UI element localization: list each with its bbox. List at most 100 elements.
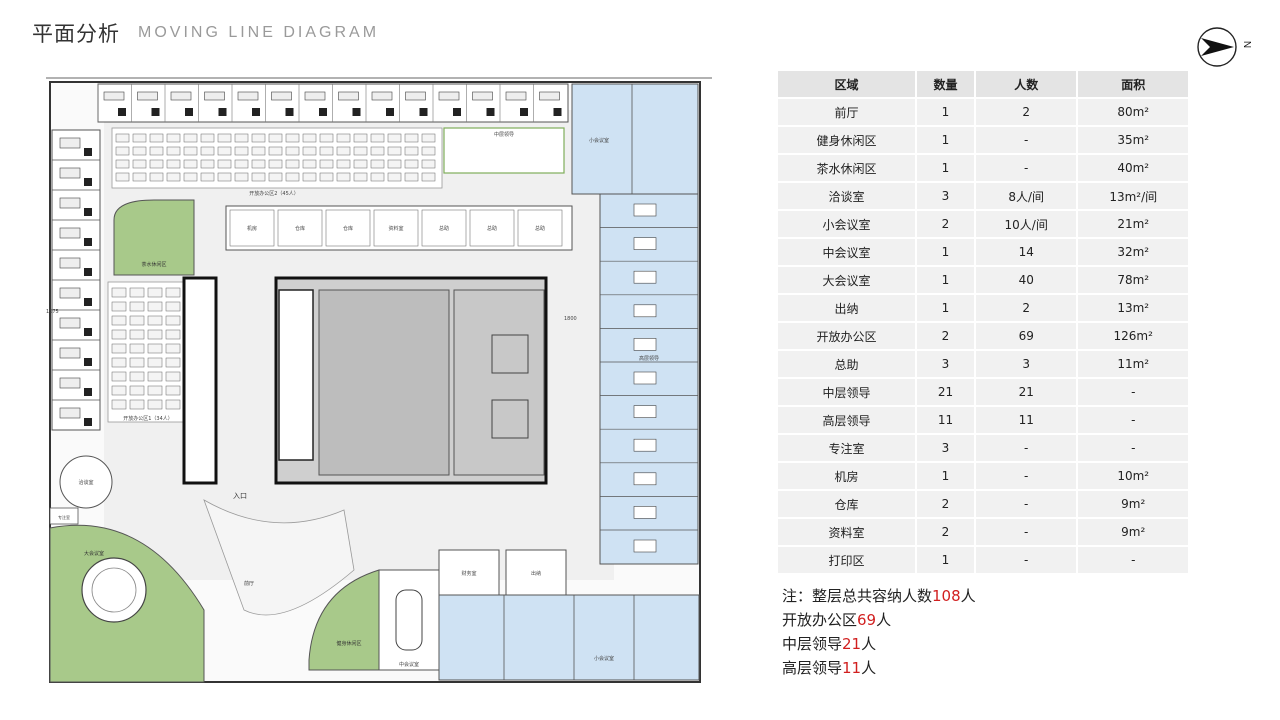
workstation (111, 399, 127, 410)
open-office-1-zone: 开放办公区1（34人） (107, 281, 189, 423)
workstation (111, 385, 127, 396)
column (285, 108, 294, 116)
table-cell: 2 (974, 98, 1079, 127)
table-cell: 1 (916, 98, 976, 127)
workstation (111, 301, 127, 312)
workstation (115, 159, 130, 169)
table-cell: 1 (916, 238, 976, 267)
label-open-office-2: 开放办公区2（45人） (249, 190, 299, 197)
column (218, 108, 227, 116)
desk (633, 203, 657, 217)
desk (438, 91, 460, 101)
label-cashier: 出纳 (531, 570, 541, 577)
table-cell: - (974, 434, 1079, 463)
note-number: 21 (842, 635, 862, 653)
workstation (285, 159, 300, 169)
desk (633, 438, 657, 452)
workstation (336, 146, 351, 156)
table-cell: 大会议室 (778, 266, 918, 295)
table-cell: 机房 (778, 462, 918, 491)
desk (59, 167, 81, 179)
workstation (165, 329, 181, 340)
table-cell: 40m² (1077, 154, 1188, 183)
workstation (147, 357, 163, 368)
right-offices-column: 高层领导 (599, 193, 699, 565)
table-cell: - (974, 126, 1079, 155)
workstation (387, 159, 402, 169)
label-large-meeting: 大会议室 (84, 550, 104, 557)
workstation (147, 287, 163, 298)
workstation (336, 172, 351, 182)
workstation (111, 343, 127, 354)
column (151, 108, 160, 116)
workstation (387, 146, 402, 156)
table-cell: 开放办公区 (778, 322, 918, 351)
desk (59, 197, 81, 209)
desk (633, 472, 657, 486)
workstation (387, 172, 402, 182)
label-small-meeting: 小会议室 (589, 137, 609, 144)
workstation (234, 159, 249, 169)
label-negotiation: 洽谈室 (78, 479, 93, 486)
workstation (165, 301, 181, 312)
column (319, 108, 327, 116)
workstation (115, 146, 130, 156)
table-cell: 126m² (1077, 322, 1188, 351)
workstation (387, 133, 402, 143)
workstation (129, 399, 145, 410)
desk (633, 371, 657, 385)
table-cell: 1 (916, 154, 976, 183)
workstation (166, 133, 181, 143)
workstation (353, 133, 368, 143)
table-cell: 21m² (1077, 210, 1188, 239)
desk (170, 91, 192, 101)
table-cell: 1 (916, 266, 976, 295)
table-cell: 80m² (1077, 98, 1188, 127)
workstation (165, 357, 181, 368)
workstation (370, 133, 385, 143)
table-cell: - (974, 490, 1079, 519)
desk (633, 237, 657, 250)
workstation (421, 172, 436, 182)
column (84, 388, 92, 396)
label-entrance: 入口 (233, 492, 247, 500)
workstation (132, 133, 147, 143)
header-cell: 面积 (1077, 71, 1188, 99)
table-cell: 13m² (1077, 294, 1188, 323)
desk (539, 91, 560, 101)
label-lobby: 前厅 (244, 580, 254, 587)
note-line: 高层领导11人 (782, 659, 877, 677)
desk (59, 347, 81, 359)
table-cell: 打印区 (778, 546, 918, 575)
workstation (319, 146, 334, 156)
workstation (370, 146, 385, 156)
desk (371, 91, 393, 101)
open-office-2-zone: 开放办公区2（45人） (111, 127, 443, 197)
table-cell: 仓库 (778, 490, 918, 519)
desk (633, 539, 657, 553)
table-cell: 2 (974, 294, 1079, 323)
table-cell: - (974, 518, 1079, 547)
workstation (251, 133, 266, 143)
workstation (132, 146, 147, 156)
workstation (149, 146, 164, 156)
table-cell: 1 (916, 126, 976, 155)
workstation (268, 146, 283, 156)
north-arrow-icon (1197, 27, 1237, 67)
column (84, 268, 92, 276)
table-cell: 3 (916, 350, 976, 379)
workstation (129, 301, 145, 312)
table-cell: 3 (916, 182, 976, 211)
page-title: 平面分析 (32, 22, 120, 46)
table-cell: 2 (916, 210, 976, 239)
workstation (217, 172, 232, 182)
desk (59, 227, 81, 239)
workstation (353, 146, 368, 156)
